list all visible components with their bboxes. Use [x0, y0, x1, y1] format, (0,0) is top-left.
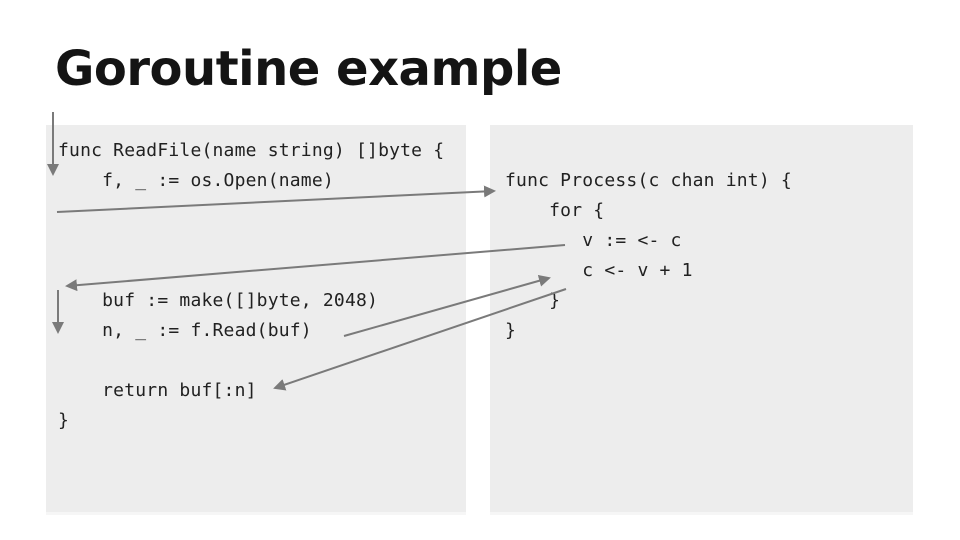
code-line: return buf[:n]: [58, 380, 257, 401]
code-line: [58, 226, 444, 256]
code-block-readfile: func ReadFile(name string) []byte { f, _…: [58, 136, 444, 436]
code-block-process: func Process(c chan int) { for { v := <-…: [505, 166, 792, 346]
code-line: func Process(c chan int) {: [505, 170, 792, 191]
code-line: }: [505, 290, 561, 311]
code-line: [58, 196, 444, 226]
code-line: f, _ := os.Open(name): [58, 170, 334, 191]
code-line: for {: [505, 200, 605, 221]
code-line: v := <- c: [505, 230, 682, 251]
slide-title: Goroutine example: [55, 41, 562, 97]
code-line: func ReadFile(name string) []byte {: [58, 140, 445, 161]
code-line: n, _ := f.Read(buf): [58, 320, 312, 341]
code-line: [58, 346, 444, 376]
code-line: buf := make([]byte, 2048): [58, 290, 379, 311]
code-line: c <- v + 1: [505, 260, 693, 281]
code-line: }: [58, 410, 70, 431]
code-line: }: [505, 320, 517, 341]
code-line: [58, 256, 444, 286]
